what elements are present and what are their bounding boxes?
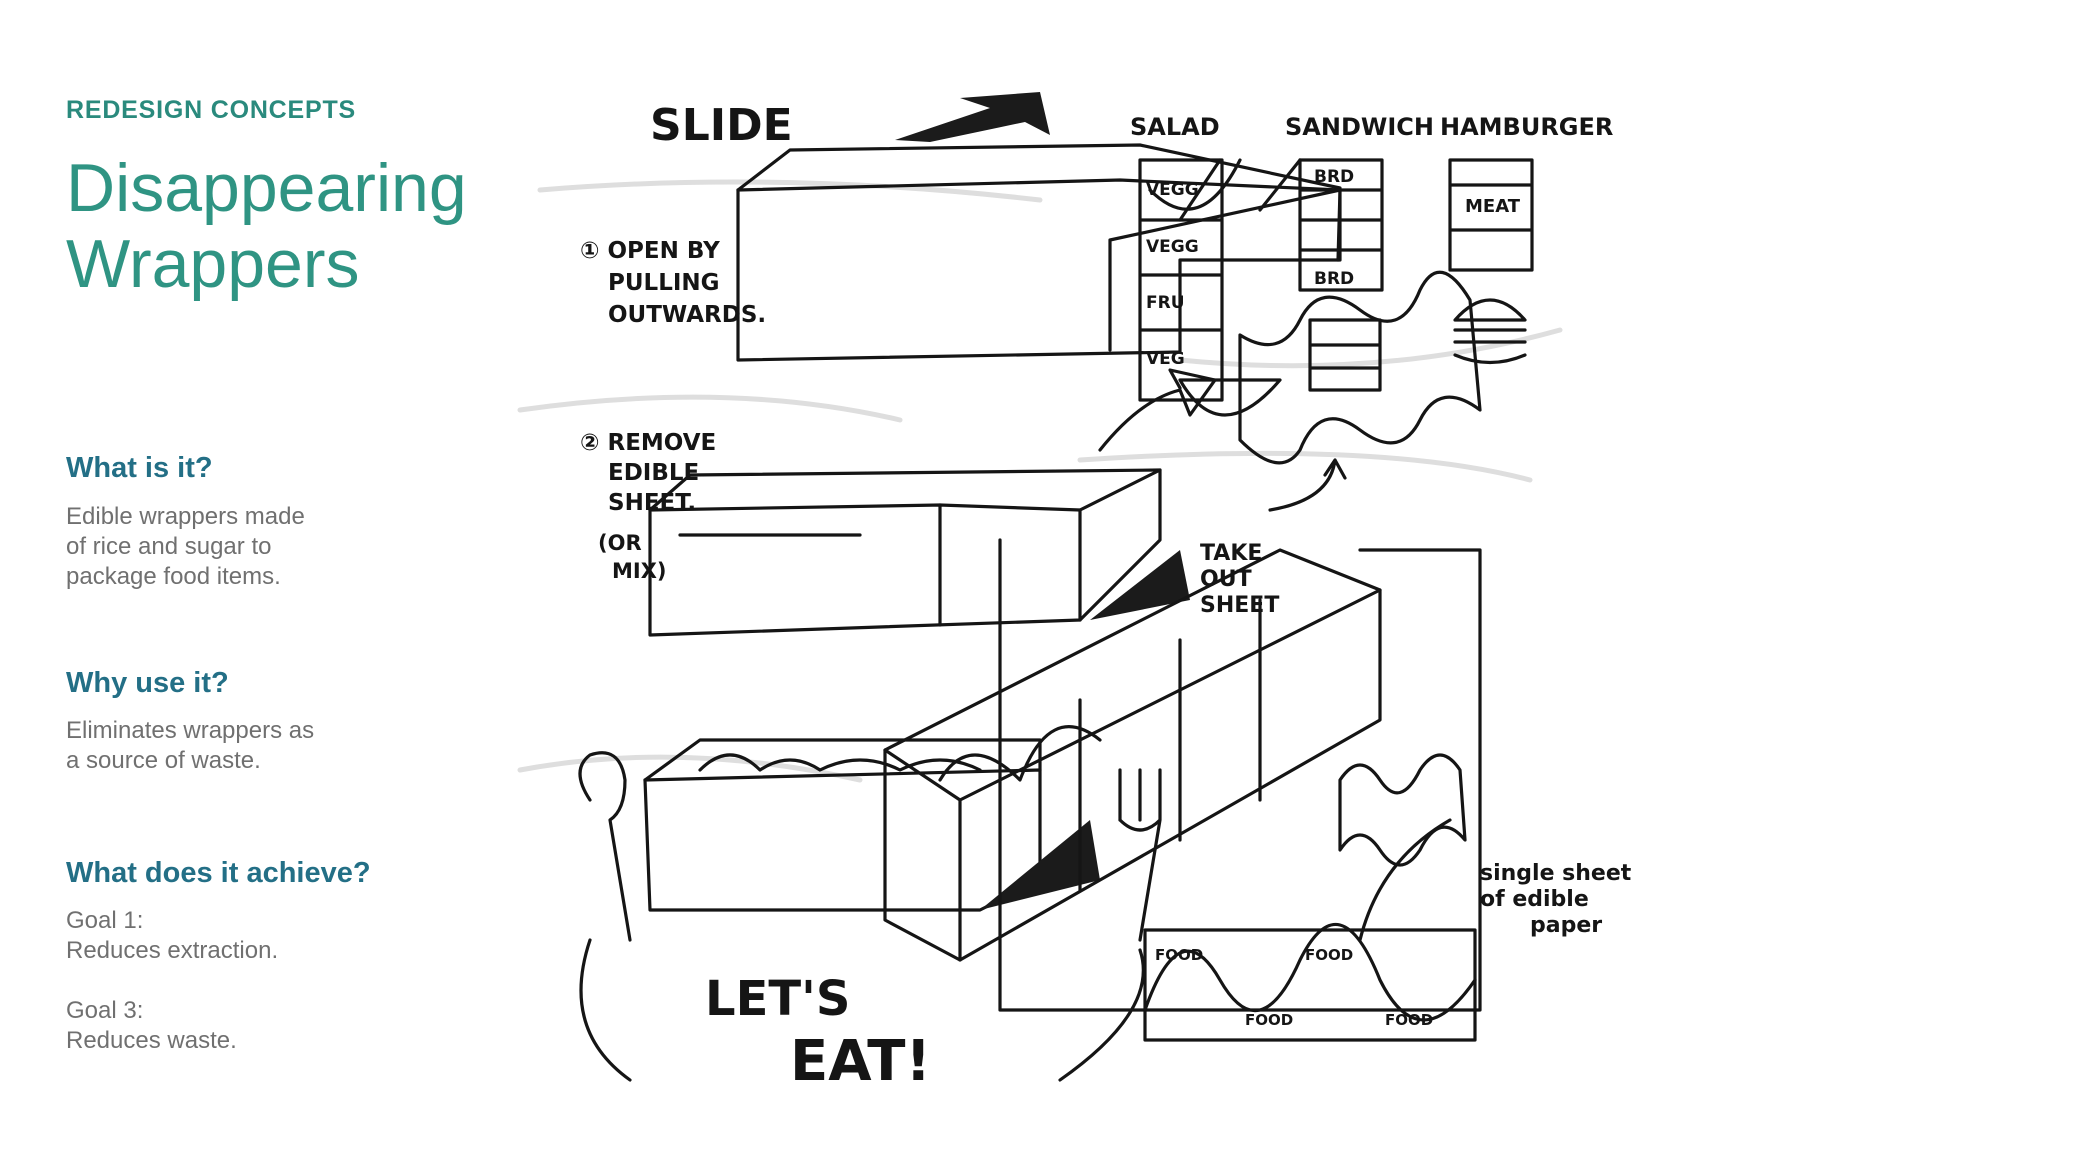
step-1-line-2: PULLING [608,270,720,296]
box-open-sketch [738,145,1340,360]
hamburger-column: MEAT [1450,160,1532,363]
step-2-line-1: ② REMOVE [580,430,716,456]
sandwich-top: BRD [1314,167,1354,187]
what-line-2: of rice and sugar to [66,532,426,562]
burger-row: MEAT [1465,196,1521,217]
take-out-arrow [1270,460,1345,510]
food-label-2: FOOD [1245,1011,1293,1029]
salad-row-1: VEGG [1146,180,1199,200]
why-line-1: Eliminates wrappers as [66,716,426,746]
why-heading: Why use it? [66,667,229,700]
single-sheet-line-2: of edible [1480,887,1589,912]
single-sheet-line-1: single sheet [1480,861,1632,886]
step-2-line-3: SHEET. [608,490,696,516]
spoon [580,753,630,940]
what-heading: What is it? [66,452,213,485]
why-line-2: a source of waste. [66,746,426,776]
step-1-line-1: ① OPEN BY [580,238,720,264]
eat-label: EAT! [790,1029,931,1094]
single-sheet-line-3: paper [1530,913,1602,938]
slide-arrow [895,92,1050,142]
what-line-3: package food items. [66,562,426,592]
achieve-heading: What does it achieve? [66,857,371,890]
salad-column: VEGG VEGG FRU VEG [1140,160,1280,415]
what-body: Edible wrappers made of rice and sugar t… [66,502,426,592]
what-line-1: Edible wrappers made [66,502,426,532]
goal-1-label: Goal 1: [66,906,426,936]
food-label-4: FOOD [1385,1011,1433,1029]
text-panel: REDESIGN CONCEPTS Disappearing Wrappers … [66,0,506,1173]
goal-3-text: Reduces waste. [66,1026,426,1056]
lets-label: LET'S [705,971,850,1027]
salad-row-4: VEG [1146,349,1185,369]
fork [1120,770,1160,940]
slide-label: SLIDE [650,100,793,151]
food-wave-strip: FOOD FOOD FOOD FOOD [1145,924,1475,1040]
section-eyebrow: REDESIGN CONCEPTS [66,96,356,125]
arrow-up [1100,370,1215,450]
step-1-line-3: OUTWARDS. [608,302,766,328]
goal-1-text: Reduces extraction. [66,936,426,966]
why-body: Eliminates wrappers as a source of waste… [66,716,426,776]
title-line-1: Disappearing [66,150,526,226]
salad-label: SALAD [1130,113,1220,141]
achieve-body: Goal 1: Reduces extraction. Goal 3: Redu… [66,906,426,1056]
salad-row-3: FRU [1146,293,1185,313]
sandwich-bottom: BRD [1314,269,1354,289]
take-out-line-3: SHEET [1200,593,1279,618]
single-sheet-wave [1340,755,1465,865]
step-2-line-2: EDIBLE [608,460,699,486]
multi-compartment-box [885,540,1480,1010]
title-line-2: Wrappers [66,226,526,302]
goal-spacer [66,966,426,996]
salad-row-2: VEGG [1146,237,1199,257]
concept-sketch: SLIDE ① OPEN BY PULLING OUTWARDS. ② REMO… [480,80,2040,1130]
sandwich-label: SANDWICH [1285,113,1434,141]
box-sheet-removed-sketch [650,470,1190,635]
sketch-drawing: SLIDE ① OPEN BY PULLING OUTWARDS. ② REMO… [480,80,2040,1130]
page-title: Disappearing Wrappers [66,150,526,302]
food-label-1: FOOD [1155,946,1203,964]
goal-3-label: Goal 3: [66,996,426,1026]
food-label-3: FOOD [1305,946,1353,964]
sheet-arrow [1360,820,1450,940]
step-2-line-4: (OR [598,531,642,555]
step-2-line-5: MIX) [612,559,667,583]
hamburger-label: HAMBURGER [1440,113,1613,141]
